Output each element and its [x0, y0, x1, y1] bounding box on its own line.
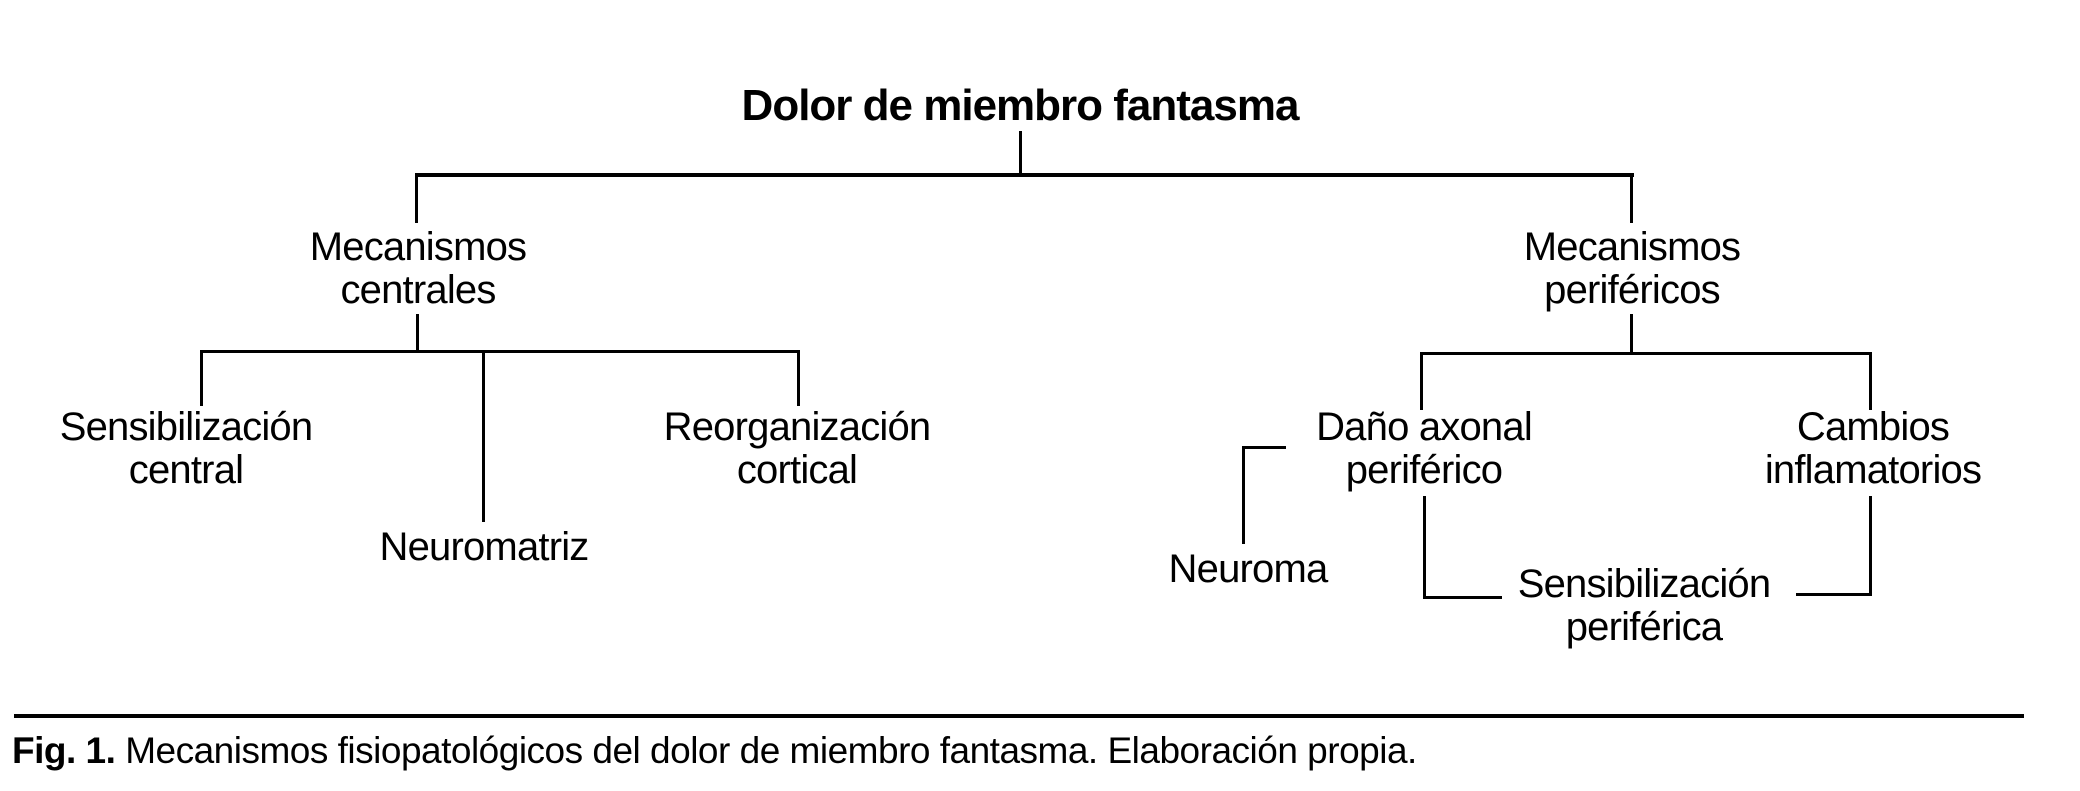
node-dano-axonal-periferico: Daño axonal periférico [1316, 405, 1533, 492]
node-cambios-inflamatorios: Cambios inflamatorios [1764, 405, 1982, 492]
node-label: Mecanismos [309, 225, 527, 269]
node-label: central [128, 448, 244, 492]
connector-top-horizontal [415, 173, 1634, 177]
connector-dano-horizontal [1423, 596, 1502, 599]
connector-cambios-horizontal [1796, 593, 1872, 596]
node-mecanismos-perifericos: Mecanismos periféricos [1524, 226, 1741, 312]
connector-centrales-drop [416, 314, 419, 352]
node-label: Sensibilización [1517, 562, 1771, 606]
node-label: Mecanismos [1523, 225, 1741, 269]
node-label: inflamatorios [1764, 448, 1982, 492]
node-label: periférica [1565, 605, 1723, 649]
node-label: Dolor de miembro fantasma [741, 81, 1300, 130]
connector-left-bracket-stub-3 [797, 350, 800, 406]
node-sensibilizacion-periferica: Sensibilización periférica [1518, 563, 1771, 649]
caption-rule [14, 714, 2024, 718]
node-label: Sensibilización [59, 405, 313, 449]
connector-cambios-vertical [1869, 496, 1872, 596]
connector-neuroma-horizontal [1242, 446, 1286, 449]
connector-left-bracket [200, 350, 800, 353]
connector-title-drop [1019, 131, 1022, 176]
connector-top-left-drop [415, 173, 418, 223]
connector-left-bracket-stub-1 [200, 350, 203, 406]
figure-caption: Fig. 1. Mecanismos fisiopatológicos del … [12, 730, 1417, 772]
node-label: centrales [340, 268, 496, 312]
node-reorganizacion-cortical: Reorganización cortical [663, 405, 932, 492]
node-dolor-de-miembro-fantasma: Dolor de miembro fantasma [741, 81, 1300, 130]
connector-neuroma-vertical [1242, 446, 1245, 544]
connector-right-bracket-stub-2 [1869, 352, 1872, 410]
node-label: Reorganización [663, 405, 932, 449]
node-sensibilizacion-central: Sensibilización central [60, 406, 313, 492]
connector-right-bracket-stub-1 [1420, 352, 1423, 410]
connector-left-bracket-stub-2 [482, 350, 485, 522]
connector-dano-vertical [1423, 496, 1426, 599]
node-label: Cambios [1796, 405, 1950, 449]
node-neuromatriz: Neuromatriz [379, 525, 589, 569]
connector-right-bracket [1420, 352, 1872, 355]
node-label: periféricos [1544, 268, 1721, 312]
node-neuroma: Neuroma [1168, 547, 1329, 591]
node-label: Daño axonal [1316, 405, 1533, 449]
figure-caption-text: Mecanismos fisiopatológicos del dolor de… [125, 730, 1417, 771]
node-label: Neuroma [1168, 547, 1329, 591]
connector-top-right-drop [1630, 173, 1633, 223]
node-label: periférico [1345, 448, 1503, 492]
node-label: Neuromatriz [379, 525, 589, 569]
node-label: cortical [736, 448, 858, 492]
node-mecanismos-centrales: Mecanismos centrales [310, 226, 527, 312]
figure-caption-number: Fig. 1. [12, 730, 116, 771]
connector-perifericos-drop [1630, 314, 1633, 354]
